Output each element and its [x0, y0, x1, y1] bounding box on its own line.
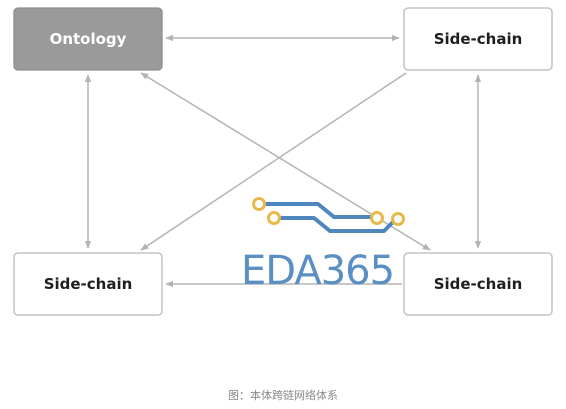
watermark-pad	[391, 212, 405, 226]
watermark-pad	[370, 211, 384, 225]
node-side-chain-bottom-right: Side-chain	[403, 252, 553, 316]
edge-side-chain-top-right-to-side-chain-bottom-left	[140, 72, 407, 251]
edge-ontology-to-side-chain-bottom-right	[140, 72, 431, 251]
watermark-pad	[267, 211, 281, 225]
node-label: Side-chain	[434, 275, 523, 293]
node-label: Ontology	[50, 30, 127, 48]
node-ontology: Ontology	[13, 7, 163, 71]
node-box	[403, 252, 553, 316]
node-box	[403, 7, 553, 71]
watermark: EDA365	[241, 197, 405, 294]
watermark-trace-upper	[259, 202, 377, 219]
figure-caption: 图：本体跨链网络体系	[228, 389, 338, 402]
watermark-trace-lower	[273, 216, 398, 233]
node-box	[13, 252, 163, 316]
watermark-text: EDA365	[241, 248, 394, 294]
node-label: Side-chain	[44, 275, 133, 293]
watermark-pad	[252, 197, 266, 211]
node-side-chain-bottom-left: Side-chain	[13, 252, 163, 316]
node-side-chain-top-right: Side-chain	[403, 7, 553, 71]
node-label: Side-chain	[434, 30, 523, 48]
node-box	[13, 7, 163, 71]
